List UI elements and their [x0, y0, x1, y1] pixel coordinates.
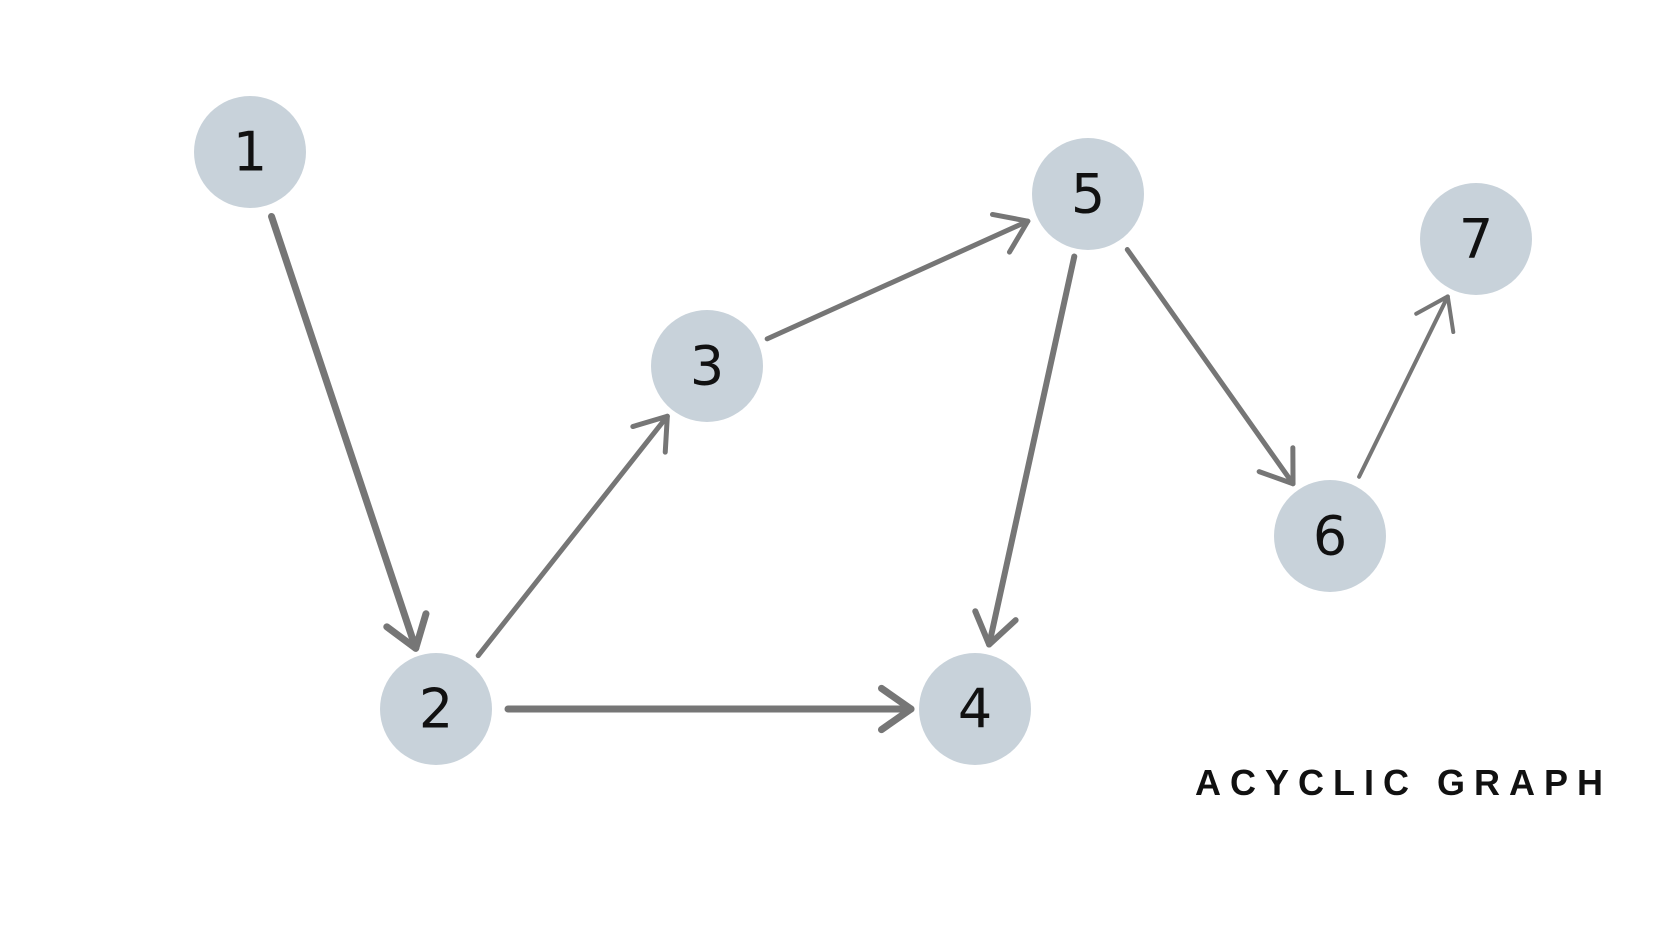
edge-2-4	[504, 684, 915, 734]
node-1: 1	[194, 96, 306, 208]
edge-1-2	[268, 212, 430, 652]
edge-line	[986, 253, 1078, 648]
arrowhead-icon	[630, 413, 670, 455]
node-circle	[1032, 138, 1144, 250]
arrowhead-icon	[878, 684, 915, 734]
arrowhead-icon	[989, 211, 1031, 255]
node-label: 6	[1313, 505, 1347, 568]
node-5: 5	[1032, 138, 1144, 250]
edges-layer	[268, 211, 1456, 734]
node-4: 4	[919, 653, 1031, 765]
edge-line	[1124, 247, 1296, 487]
node-label: 7	[1459, 208, 1493, 271]
edge-5-6	[1124, 247, 1296, 487]
node-6: 6	[1274, 480, 1386, 592]
node-7: 7	[1420, 183, 1532, 295]
node-circle	[1274, 480, 1386, 592]
edge-line	[268, 212, 420, 652]
arrowhead-icon	[383, 610, 430, 652]
node-label: 3	[690, 335, 724, 398]
node-2: 2	[380, 653, 492, 765]
edge-3-5	[764, 211, 1031, 342]
edge-line	[475, 413, 670, 659]
edge-line	[1357, 294, 1450, 479]
arrowhead-icon	[1256, 445, 1296, 487]
edge-2-3	[475, 413, 670, 659]
node-label: 4	[958, 678, 992, 741]
node-circle	[194, 96, 306, 208]
node-circle	[380, 653, 492, 765]
edge-line	[764, 218, 1031, 342]
node-label: 2	[419, 678, 453, 741]
diagram-caption: ACYCLIC GRAPH	[1195, 762, 1613, 803]
edge-6-7	[1357, 294, 1456, 479]
node-circle	[919, 653, 1031, 765]
arrowhead-icon	[1414, 294, 1456, 335]
node-circle	[1420, 183, 1532, 295]
arrowhead-icon	[972, 608, 1019, 648]
edge-5-4	[972, 253, 1078, 648]
node-label: 1	[233, 121, 267, 184]
node-circle	[651, 310, 763, 422]
nodes-layer: 1 2 3 4 5 6 7	[194, 96, 1532, 765]
node-3: 3	[651, 310, 763, 422]
node-label: 5	[1071, 163, 1105, 226]
